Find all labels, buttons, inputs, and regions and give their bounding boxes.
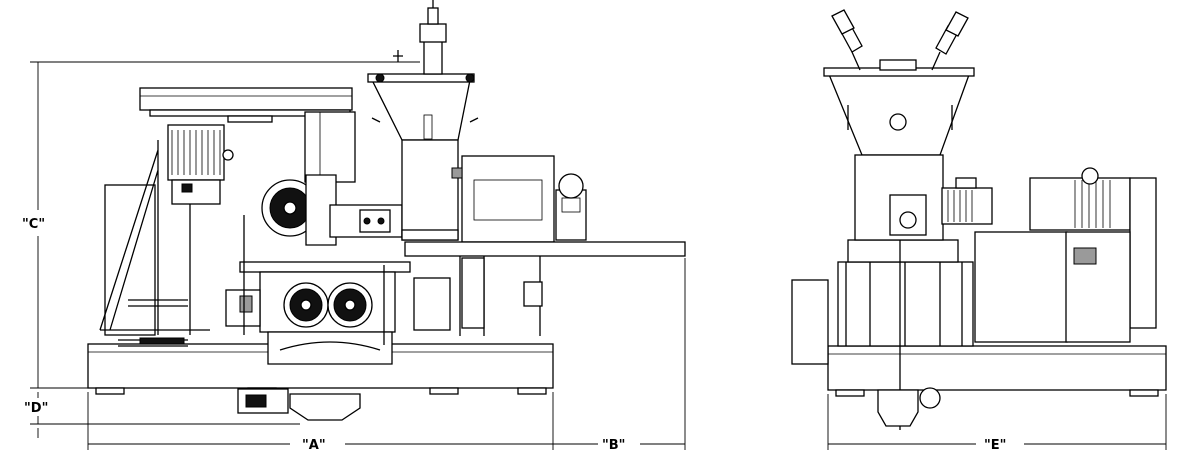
front-discharge-chute	[267, 331, 393, 365]
dimension-label-c: "C"	[22, 217, 45, 232]
front-control-box	[461, 155, 555, 243]
front-left-tower	[99, 140, 210, 335]
side-inlet-right	[931, 11, 969, 71]
side-large-motor	[1029, 177, 1131, 231]
front-foot-4	[517, 387, 547, 395]
dimension-lines	[30, 61, 1167, 450]
dimension-label-a: "A"	[302, 438, 326, 453]
side-right-panel	[974, 231, 1068, 343]
side-view	[791, 9, 1167, 430]
front-hopper-body	[401, 139, 459, 241]
dimension-label-d: "D"	[24, 401, 48, 416]
front-hopper	[370, 79, 471, 141]
side-base-frame	[827, 345, 1167, 391]
dimension-label-b: "B"	[602, 438, 625, 453]
front-view	[87, 0, 686, 421]
front-right-motor	[555, 189, 587, 241]
dimension-label-e: "E"	[984, 438, 1006, 453]
front-foot-3	[429, 387, 459, 395]
side-discharge	[877, 389, 919, 427]
side-left-box	[791, 279, 829, 365]
side-small-motor	[941, 187, 993, 225]
front-left-panel	[104, 184, 156, 336]
front-foot-1	[95, 387, 125, 395]
front-discharge-hopper	[289, 393, 361, 421]
front-inlet-pipe	[423, 39, 443, 75]
front-table	[404, 241, 686, 257]
front-gearbox	[304, 111, 356, 183]
side-inlet-left	[831, 9, 863, 71]
front-top-tray	[139, 87, 353, 111]
